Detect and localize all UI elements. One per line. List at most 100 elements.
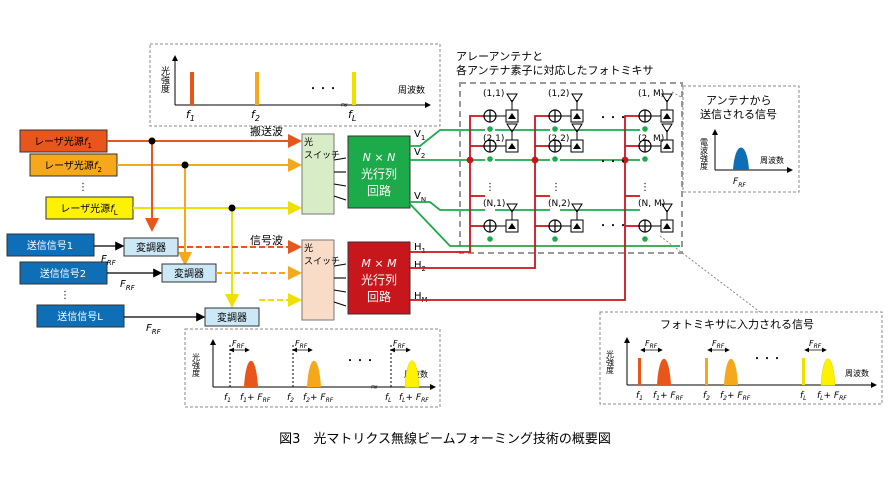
antenna-output-title-2: 送信される信号 — [700, 107, 777, 121]
svg-text:f1+ FRF: f1+ FRF — [240, 393, 271, 404]
tx-signal-1 — [6, 233, 95, 257]
svg-text:・・・: ・・・ — [598, 157, 628, 168]
svg-text:スイッチ: スイッチ — [304, 150, 340, 161]
svg-text:≈: ≈ — [340, 100, 348, 111]
svg-text:≈: ≈ — [370, 382, 378, 393]
svg-text:HM: HM — [414, 291, 428, 304]
svg-text:FRF: FRF — [645, 339, 658, 350]
carrier-line-fL — [352, 72, 356, 105]
element-label-2-3: (2, M) — [638, 134, 664, 144]
array-element-2-2: (2,2) — [548, 123, 584, 162]
array-element-1-3: (1, M) — [638, 89, 674, 132]
top-spectrum-xlabel: 周波数 — [398, 84, 425, 96]
top-spectrum-dots: ・・・ — [308, 84, 338, 95]
element-label-3-3: (N, M) — [638, 199, 665, 209]
svg-text:fL: fL — [385, 393, 392, 404]
svg-text:回路: 回路 — [367, 183, 391, 198]
svg-text:f2+ FRF: f2+ FRF — [303, 393, 334, 404]
svg-text:f2: f2 — [703, 391, 710, 402]
element-label-3-1: (N,1) — [483, 199, 505, 209]
array-element-1-1: (1,1) — [483, 89, 519, 132]
top-tick-f2: f — [251, 108, 257, 121]
carrier-wiring — [107, 134, 302, 308]
element-label-3-2: (N,2) — [548, 199, 570, 209]
svg-text:レーザ光源f2: レーザ光源f2 — [44, 159, 102, 174]
element-label-1-1: (1,1) — [483, 89, 504, 99]
svg-text:FRF: FRF — [712, 339, 725, 350]
svg-text:N × N: N × N — [363, 151, 396, 164]
svg-text:fL: fL — [348, 108, 356, 123]
rf-spectrum-peak — [733, 147, 749, 170]
array-title-1: アレーアンテナと — [456, 50, 543, 63]
svg-text:H2: H2 — [414, 260, 426, 273]
svg-text:光行列: 光行列 — [361, 273, 397, 287]
svg-text:・・・: ・・・ — [598, 113, 628, 124]
svg-text:V2: V2 — [414, 147, 425, 160]
array-area: アレーアンテナと 各アンテナ素子に対応したフォトミキサ — [456, 50, 683, 254]
top-spectrum-ylabel: 光強度 — [159, 65, 170, 94]
svg-text:光強度: 光強度 — [192, 352, 201, 378]
element-label-2-1: (2,1) — [483, 134, 504, 144]
laser-sources: レーザ光源f1 レーザ光源f2 ⋮ レーザ光源fL — [19, 129, 134, 220]
svg-text:変調器: 変調器 — [136, 241, 166, 254]
antenna-output-inset: アンテナから 送信される信号 電波強度 周波数 FRF — [671, 85, 800, 193]
element-label-1-2: (1,2) — [548, 89, 569, 99]
tx-wiring — [94, 241, 206, 322]
carrier-spectrum-inset: 光強度 周波数 ・・・ ≈ f1 f2 fL — [149, 43, 441, 127]
svg-text:f1: f1 — [186, 108, 195, 123]
figure-caption: 図3 光マトリクス無線ビームフォーミング技術の概要図 — [279, 431, 611, 447]
frf-labels: FRF FRF FRF — [101, 254, 162, 336]
svg-text:送信信号1: 送信信号1 — [27, 239, 73, 252]
top-tick-fL: f — [348, 108, 354, 121]
svg-text:FRF: FRF — [146, 323, 162, 336]
svg-text:・・・: ・・・ — [345, 356, 375, 367]
svg-text:レーザ光源f1: レーザ光源f1 — [34, 135, 92, 150]
svg-text:FRF: FRF — [733, 177, 746, 189]
optical-switch-signal: 光 スイッチ — [301, 239, 347, 321]
svg-text:f1: f1 — [224, 393, 231, 404]
element-label-1-3: (1, M) — [638, 89, 664, 99]
tx-signal-L — [36, 304, 125, 328]
element-label-2-2: (2,2) — [548, 134, 569, 144]
svg-text:変調器: 変調器 — [217, 311, 247, 324]
photomixer-title: フォトミキサに入力される信号 — [660, 318, 814, 331]
svg-text:光強度: 光強度 — [606, 349, 615, 375]
svg-text:FRF: FRF — [120, 279, 136, 292]
svg-text:・・・: ・・・ — [598, 221, 628, 232]
optical-switch-carrier: 光 スイッチ — [301, 133, 347, 215]
svg-text:f1: f1 — [636, 391, 643, 402]
array-title-2: 各アンテナ素子に対応したフォトミキサ — [456, 63, 654, 77]
svg-text:V1: V1 — [414, 129, 425, 142]
carrier-label: 搬送波 — [250, 124, 283, 138]
svg-text:⋮: ⋮ — [551, 182, 561, 193]
antenna-output-ylabel: 電波強度 — [700, 138, 709, 171]
svg-text:fL: fL — [800, 391, 807, 402]
svg-text:f2: f2 — [251, 108, 260, 123]
antenna-output-title-1: アンテナから — [706, 94, 772, 107]
svg-text:FRF: FRF — [232, 339, 245, 350]
signal-wiring — [178, 240, 302, 307]
svg-text:⋮: ⋮ — [640, 182, 650, 193]
svg-text:レーザ光源fL: レーザ光源fL — [60, 202, 117, 217]
svg-text:周波数: 周波数 — [845, 368, 869, 378]
array-element-2-3: (2, M) — [638, 123, 674, 162]
port-labels: V1 V2 VN H1 H2 HM — [414, 129, 428, 304]
svg-text:fL+ FRF: fL+ FRF — [817, 391, 847, 402]
svg-text:スイッチ: スイッチ — [304, 256, 340, 267]
svg-text:FRF: FRF — [295, 339, 308, 350]
modulated-spectrum-inset: 光強度 周波数 ・・・ ≈ FRF FRF FRF f1 f1+ FRF f2 … — [184, 328, 441, 408]
svg-text:光: 光 — [304, 242, 313, 254]
svg-text:⋮: ⋮ — [485, 182, 495, 193]
v-wiring — [409, 129, 680, 247]
svg-text:fL+ FRF: fL+ FRF — [399, 393, 429, 404]
svg-text:FRF: FRF — [809, 339, 822, 350]
svg-text:H1: H1 — [414, 242, 426, 255]
svg-text:・・・: ・・・ — [752, 354, 782, 365]
svg-text:f1+ FRF: f1+ FRF — [653, 391, 684, 402]
array-element-1-2: (1,2) — [548, 89, 584, 132]
array-element-3-1: (N,1) — [483, 199, 519, 242]
svg-text:変調器: 変調器 — [174, 267, 204, 280]
svg-text:光行列: 光行列 — [361, 167, 397, 181]
svg-text:回路: 回路 — [367, 289, 391, 304]
array-element-3-3: (N, M) — [638, 199, 674, 242]
